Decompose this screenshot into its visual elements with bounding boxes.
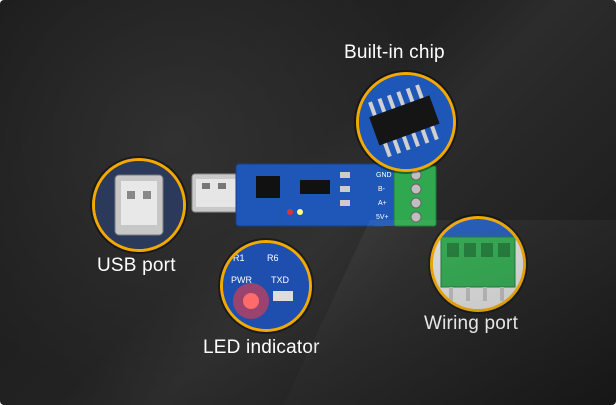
usb-zoom-circle [92,158,186,252]
silk-label: PWR [231,275,252,285]
terminal-block-icon [433,219,523,309]
chip-icon [359,75,453,169]
wiring-label: Wiring port [424,313,519,334]
led-zoom-circle: R1 R6 PWR TXD [220,240,312,332]
usb-plug-icon [95,161,183,249]
led-label: LED indicator [203,337,320,358]
silk-label: R1 [233,253,245,263]
silk-label: R6 [267,253,279,263]
terminal-label: 5V+ [376,214,389,221]
terminal-label: B- [378,186,386,193]
terminal-label: A+ [378,200,387,207]
chip-label: Built-in chip [344,42,445,63]
wiring-zoom-circle [430,216,526,312]
led-icon: R1 R6 PWR TXD [223,243,309,329]
usb-rs485-board: GND B- A+ 5V+ [191,163,437,227]
silk-label: TXD [271,275,290,285]
terminal-label: GND [376,172,392,179]
usb-label: USB port [97,255,176,276]
chip-zoom-circle [356,72,456,172]
